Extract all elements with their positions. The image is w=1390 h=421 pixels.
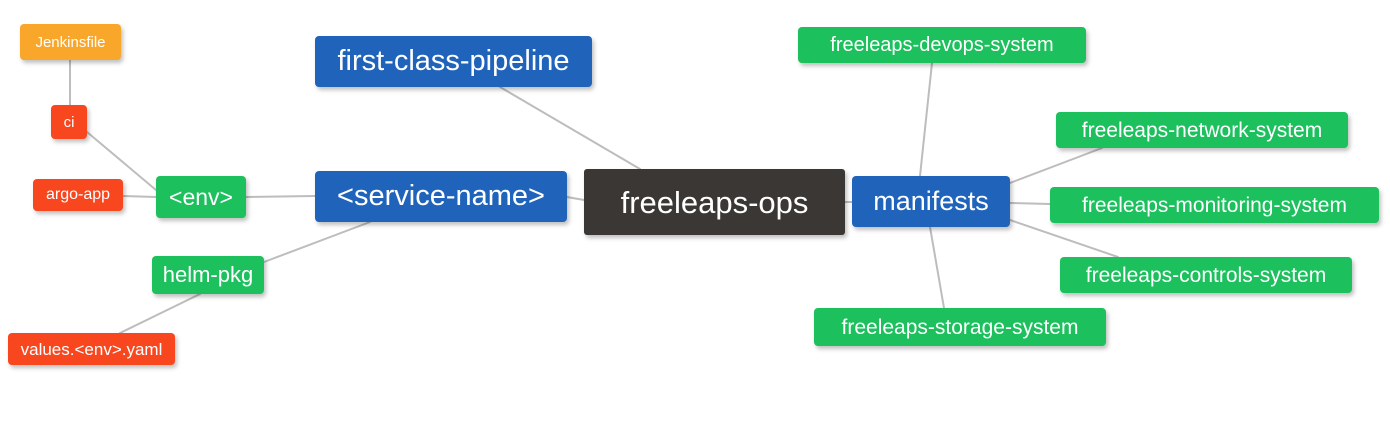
edge-env-to-service-name bbox=[245, 195, 316, 198]
node-label: freeleaps-network-system bbox=[1081, 118, 1323, 142]
node-ci[interactable]: ci bbox=[51, 105, 87, 139]
edge-manifests-to-freeleaps-network-system bbox=[1009, 147, 1103, 184]
node-freeleaps-devops-system[interactable]: freeleaps-devops-system bbox=[798, 27, 1086, 63]
node-label: values.<env>.yaml bbox=[20, 339, 163, 359]
node-label: <service-name> bbox=[337, 180, 545, 212]
node-env[interactable]: <env> bbox=[156, 176, 246, 218]
edge-first-class-pipeline-to-freeleaps-ops bbox=[499, 86, 641, 170]
node-label: <env> bbox=[169, 183, 233, 210]
node-label: helm-pkg bbox=[162, 262, 254, 287]
node-manifests[interactable]: manifests bbox=[852, 176, 1010, 227]
node-freeleaps-ops[interactable]: freeleaps-ops bbox=[584, 169, 845, 235]
node-label: freeleaps-storage-system bbox=[841, 315, 1079, 339]
node-freeleaps-controls-system[interactable]: freeleaps-controls-system bbox=[1060, 257, 1352, 293]
node-freeleaps-storage-system[interactable]: freeleaps-storage-system bbox=[814, 308, 1106, 346]
node-label: freeleaps-monitoring-system bbox=[1082, 193, 1347, 217]
edge-service-name-to-helm-pkg bbox=[263, 221, 371, 263]
node-label: first-class-pipeline bbox=[337, 45, 570, 77]
edge-argo-app-to-env bbox=[122, 195, 157, 198]
node-first-class-pipeline[interactable]: first-class-pipeline bbox=[315, 36, 592, 87]
node-argo-app[interactable]: argo-app bbox=[33, 179, 123, 211]
node-label: freeleaps-devops-system bbox=[830, 34, 1054, 56]
node-service-name[interactable]: <service-name> bbox=[315, 171, 567, 222]
edge-manifests-to-freeleaps-storage-system bbox=[929, 226, 945, 309]
edge-manifests-to-freeleaps-monitoring-system bbox=[1009, 202, 1051, 205]
edge-manifests-to-freeleaps-devops-system bbox=[919, 62, 933, 177]
edge-helm-pkg-to-values-env-yaml bbox=[119, 293, 201, 334]
node-jenkinsfile[interactable]: Jenkinsfile bbox=[20, 24, 121, 60]
edge-manifests-to-freeleaps-controls-system bbox=[1009, 219, 1119, 258]
node-freeleaps-monitoring-system[interactable]: freeleaps-monitoring-system bbox=[1050, 187, 1379, 223]
node-label: argo-app bbox=[45, 186, 111, 203]
node-label: manifests bbox=[873, 186, 989, 216]
node-label: freeleaps-ops bbox=[620, 184, 809, 220]
edge-service-name-to-freeleaps-ops bbox=[566, 196, 585, 201]
node-helm-pkg[interactable]: helm-pkg bbox=[152, 256, 264, 294]
node-values-env-yaml[interactable]: values.<env>.yaml bbox=[8, 333, 175, 365]
node-freeleaps-network-system[interactable]: freeleaps-network-system bbox=[1056, 112, 1348, 148]
node-label: Jenkinsfile bbox=[35, 33, 106, 51]
node-label: freeleaps-controls-system bbox=[1085, 263, 1327, 287]
node-label: ci bbox=[63, 113, 75, 131]
